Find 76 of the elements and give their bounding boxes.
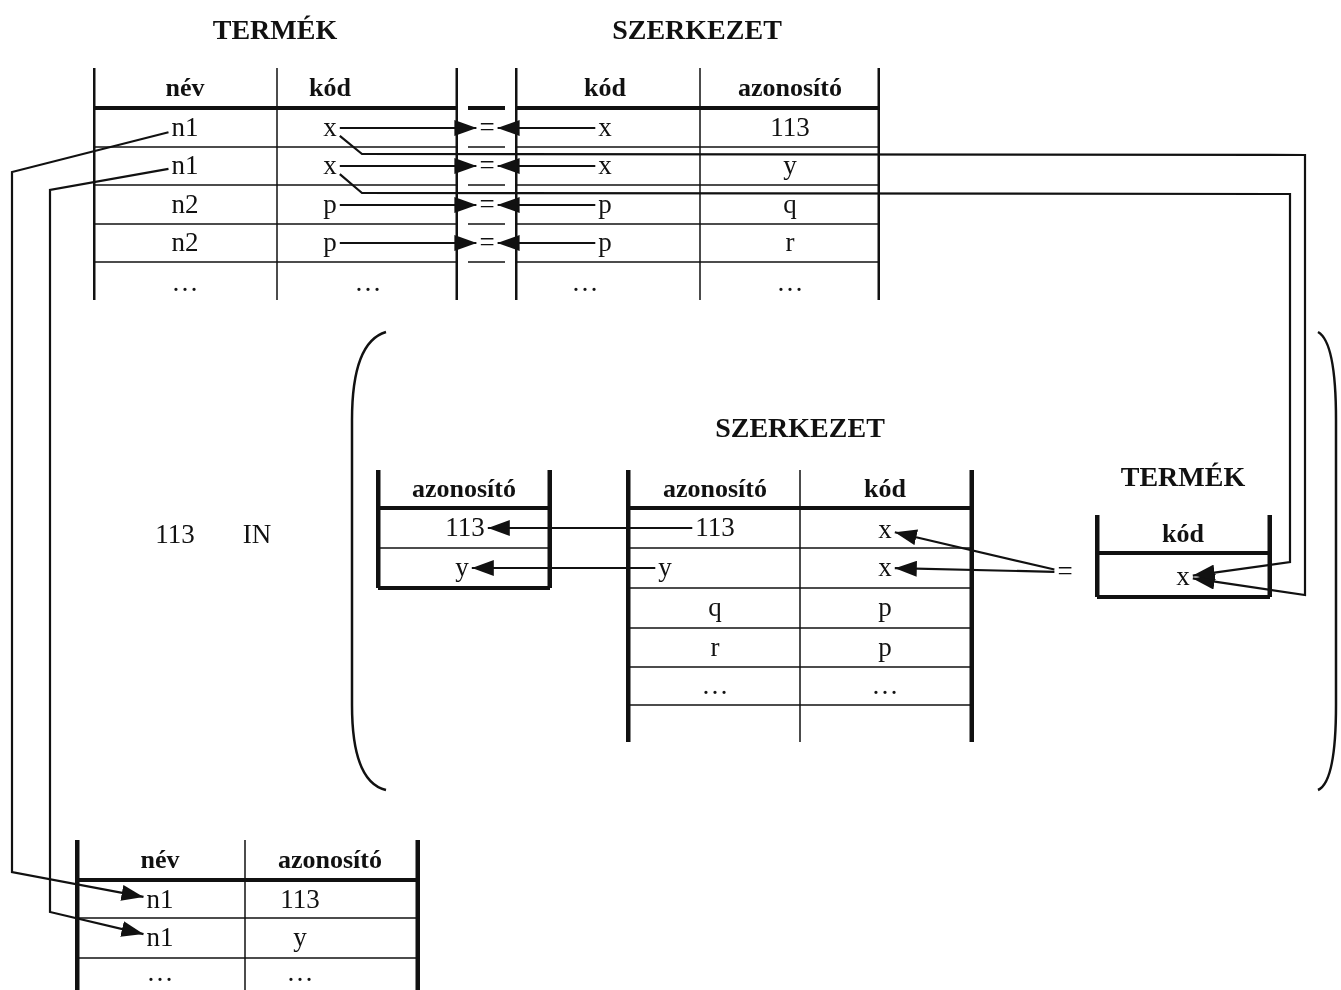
table-value: q [780,190,800,220]
arrow [487,520,693,536]
column-header: név [139,845,181,875]
table-value: r [707,633,723,663]
table-value: 113 [692,513,738,543]
arrow [339,197,477,213]
data-table [376,470,552,590]
table-value: n1 [143,923,177,953]
table-value: p [875,633,895,663]
table-value: 113 [277,885,323,915]
equals-sign: = [1054,557,1076,587]
table-value: x [1173,562,1193,592]
table-value: n1 [168,151,202,181]
arrow [497,158,596,174]
arrow [48,167,169,937]
table-value: x [320,113,340,143]
table-value: … [568,268,602,298]
table-value: … [143,958,177,988]
column-header: név [164,73,206,103]
equals-sign: = [476,190,498,220]
data-table [75,840,420,990]
table-value: n2 [168,228,202,258]
table-value: x [595,151,615,181]
table-value: x [875,515,895,545]
table-value: p [320,190,340,220]
table-value: p [595,190,615,220]
table-value: p [320,228,340,258]
table-value: … [168,268,202,298]
column-header: azonosító [411,474,517,504]
column-header: azonosító [737,73,843,103]
query-text: IN [241,520,273,550]
table-value: y [780,151,800,181]
arrow [497,235,596,251]
equals-sign: = [476,228,498,258]
column-header: kód [308,73,352,103]
table-value: n1 [143,885,177,915]
table-value: n2 [168,190,202,220]
table-value: x [875,553,895,583]
table-value: y [290,923,310,953]
equals-sign: = [476,113,498,143]
arrow [471,560,656,576]
arrow [10,131,169,901]
table-title: TERMÉK [211,14,339,46]
column-header: kód [1161,519,1205,549]
table-value: … [351,268,385,298]
table-value: y [452,553,472,583]
equals-sign: = [476,151,498,181]
table-value: … [698,671,732,701]
table-title: SZERKEZET [714,412,886,444]
arrow [339,158,477,174]
table-value: r [782,228,798,258]
table-value: n1 [168,113,202,143]
table-value: … [773,268,807,298]
query-text: 113 [154,520,196,550]
table-value: x [595,113,615,143]
arrow [894,529,1055,571]
column-header: azonosító [662,474,768,504]
arrow [339,120,477,136]
table-value: p [875,593,895,623]
column-header: kód [583,73,627,103]
table-title: SZERKEZET [611,14,783,46]
table-value: 113 [767,113,813,143]
table-value: … [868,671,902,701]
table-value: … [283,958,317,988]
table-value: 113 [442,513,488,543]
table-title: TERMÉK [1119,461,1247,493]
table-value: y [655,553,675,583]
arrow [894,560,1055,577]
column-header: kód [863,474,907,504]
arrow [497,120,596,136]
column-header: azonosító [277,845,383,875]
arrow [497,197,596,213]
table-value: p [595,228,615,258]
table-value: x [320,151,340,181]
table-value: q [705,593,725,623]
arrow [339,235,477,251]
